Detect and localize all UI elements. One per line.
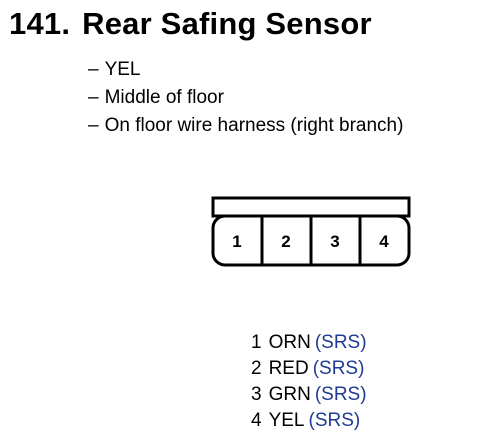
component-name: Rear Safing Sensor	[82, 6, 372, 41]
pinout-wire: ORN	[268, 332, 311, 353]
component-notes: –YEL –Middle of floor –On floor wire har…	[88, 56, 403, 140]
pinout-wire: YEL	[268, 410, 305, 431]
note-dash: –	[88, 87, 99, 108]
connector-pin-3: 3	[330, 232, 339, 251]
connector-pin-4: 4	[379, 232, 389, 251]
pinout-system: (SRS)	[308, 410, 361, 431]
connector-pin-2: 2	[281, 232, 290, 251]
pinout-wire: RED	[268, 358, 309, 379]
pinout-row: 4 YEL(SRS)	[251, 408, 367, 434]
pinout-pin: 1	[251, 332, 262, 353]
note-text: Middle of floor	[104, 87, 224, 108]
pinout-row: 1 ORN(SRS)	[251, 330, 367, 356]
note-dash: –	[88, 115, 99, 136]
pinout-system: (SRS)	[312, 358, 365, 379]
connector-diagram: 1 2 3 4	[211, 196, 411, 268]
note-text: YEL	[104, 59, 141, 80]
connector-pin-1: 1	[232, 232, 241, 251]
note-text: On floor wire harness (right branch)	[104, 115, 404, 136]
note-line: –On floor wire harness (right branch)	[88, 112, 403, 140]
pinout-row: 2 RED(SRS)	[251, 356, 367, 382]
pinout-row: 3 GRN(SRS)	[251, 382, 367, 408]
connector-top-rail	[211, 196, 411, 218]
note-dash: –	[88, 59, 99, 80]
note-line: –YEL	[88, 56, 403, 84]
pinout-pin: 2	[251, 358, 262, 379]
page-title: 141. Rear Safing Sensor	[9, 6, 372, 42]
pinout-pin: 3	[251, 384, 262, 405]
pinout-system: (SRS)	[314, 384, 367, 405]
component-number: 141.	[9, 6, 71, 41]
pinout-pin: 4	[251, 410, 262, 431]
note-line: –Middle of floor	[88, 84, 403, 112]
pinout-wire: GRN	[268, 384, 311, 405]
pinout-system: (SRS)	[314, 332, 367, 353]
connector-svg: 1 2 3 4	[211, 196, 411, 267]
